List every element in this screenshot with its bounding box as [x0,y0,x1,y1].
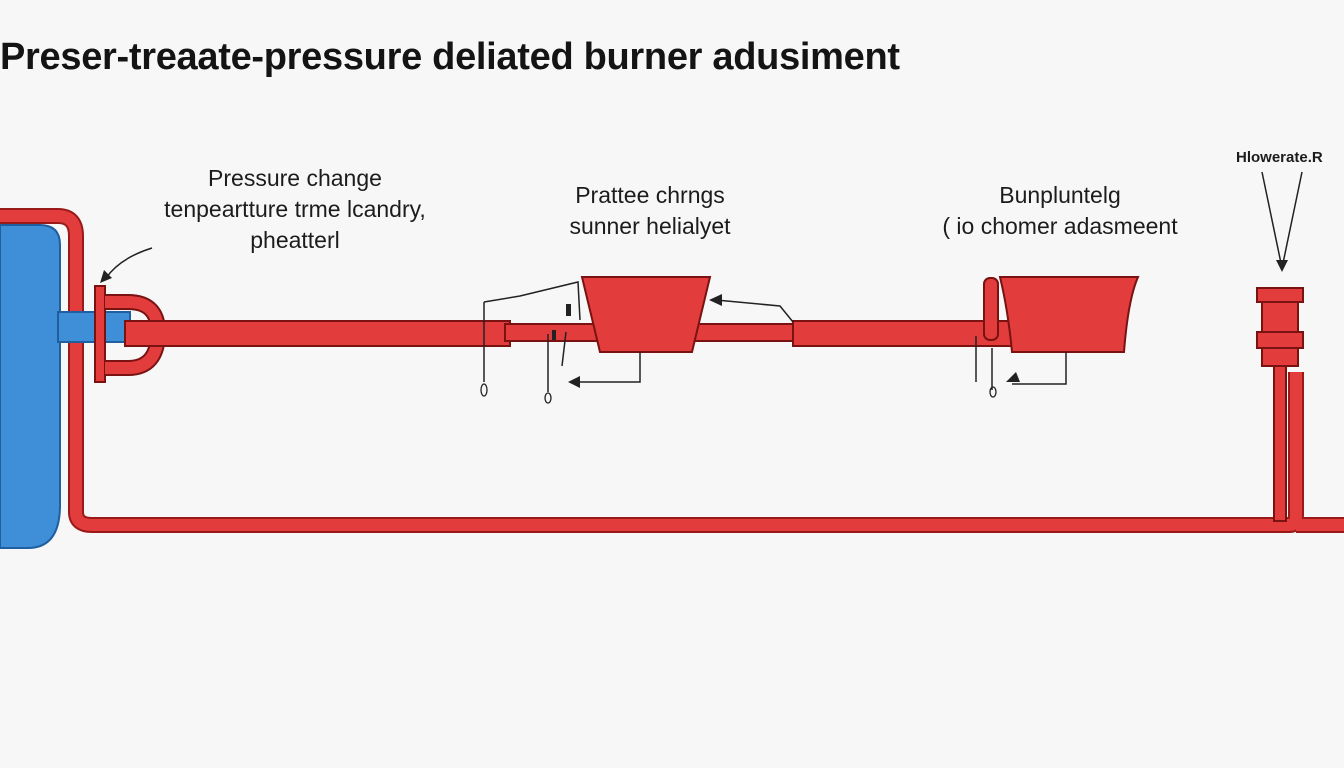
flow-arrow-right [1281,171,1303,269]
arrowhead-flow [1276,260,1288,272]
pressure-change-line-1: Pressure chanɡe [208,165,382,191]
burner-head-2 [998,276,1140,353]
arrowhead-left-callout [100,270,112,283]
pressure-change-line-3: pheatterl [250,227,340,254]
probe-marker-2 [552,330,556,340]
arrowhead-mid [709,294,722,306]
flow-regulator-stem [1273,365,1287,522]
flow-regulator-ring [1256,331,1304,349]
probe-marker-1 [566,304,571,316]
burner-adjustment-label: Bunpluntelg ( io chomer adasmeent [920,180,1200,242]
return-pipe-outline [0,208,1344,533]
probe-1-connector [483,281,581,321]
return-pipe [0,210,1344,531]
probe-tips [480,383,997,404]
probe-2-hook [561,331,567,367]
burner-adjustment-line-1: Bunpluntelg [999,182,1121,208]
flow-regulator-cap [1256,287,1304,303]
flowrate-label: Hlowerate.R [1236,149,1323,166]
arrowhead-probe-2 [568,376,580,388]
diagram-title: Preser-treaate-pressure deliated burner … [0,36,900,78]
flow-regulator-base [1261,347,1299,367]
pressure-drop-label: Prattee chrngs sunner helialyet [540,180,760,242]
arrow-heads [100,260,1288,388]
mid-arrow-line [715,299,794,323]
leader-lines [105,171,1303,392]
burner-adjustment-line-2: ( io chomer adasmeent [942,213,1178,240]
probe-tip-1 [480,383,488,397]
inlet-flange [94,285,106,383]
arrowhead-probe-3 [1006,372,1020,382]
pressure-change-label: Pressure chanɡe tenpeartture trme lcandr… [140,163,450,256]
probe-tip-3 [989,386,997,398]
pressure-drop-line-2: sunner helialyet [569,213,731,240]
water-tank [0,224,61,549]
supply-pipe-1 [124,320,511,347]
probe-3-bracket [1012,352,1067,385]
probe-2-bracket [578,352,641,383]
pressure-change-line-2: tenpeartture trme lcandry, [164,196,426,223]
flow-arrow-left [1261,171,1283,269]
pressure-drop-line-1: Prattee chrngs [575,182,725,208]
burner-2-valve [983,277,999,341]
burner-head-1 [580,276,712,353]
flow-regulator-body [1261,301,1299,333]
probe-tip-2 [544,392,552,404]
